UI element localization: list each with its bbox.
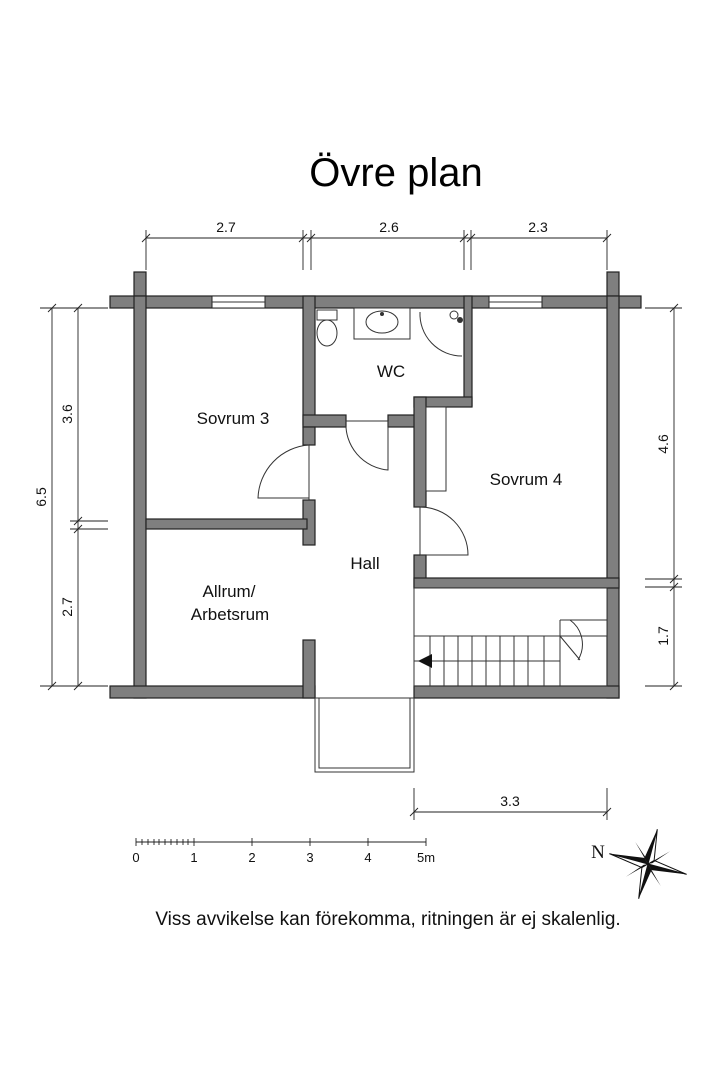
compass-rose-icon <box>609 829 687 899</box>
top-dimension-lines <box>141 230 612 270</box>
scale-label-5: 5m <box>417 850 435 865</box>
room-label-sovrum-3: Sovrum 3 <box>197 409 270 428</box>
scale-label-3: 3 <box>306 850 313 865</box>
room-label-wc: WC <box>377 362 405 381</box>
scale-label-1: 1 <box>190 850 197 865</box>
scale-label-2: 2 <box>248 850 255 865</box>
dim-right-upper: 4.6 <box>655 434 671 454</box>
dim-left-lower: 2.7 <box>59 597 75 617</box>
disclaimer-text: Viss avvikelse kan förekomma, ritningen … <box>155 909 620 930</box>
staircase <box>413 587 608 687</box>
room-label-allrum-line2: Arbetsrum <box>191 605 269 624</box>
dim-left-total: 6.5 <box>33 487 49 507</box>
balcony <box>314 697 415 773</box>
compass-north-label: N <box>591 842 605 863</box>
dim-right-lower: 1.7 <box>655 626 671 646</box>
room-label-sovrum-4: Sovrum 4 <box>490 470 563 489</box>
dim-bottom: 3.3 <box>500 793 520 809</box>
dim-top-right: 2.3 <box>528 219 548 235</box>
windows <box>211 295 543 309</box>
wc-fixtures <box>316 307 463 357</box>
room-label-hall: Hall <box>350 554 379 573</box>
doors <box>257 420 469 556</box>
right-dimension-lines <box>645 303 682 691</box>
room-label-allrum-line1: Allrum/ <box>203 582 256 601</box>
plan-title: Övre plan <box>309 151 482 195</box>
left-dimension-lines <box>40 303 108 691</box>
dim-top-middle: 2.6 <box>379 219 399 235</box>
bottom-dimension-line <box>409 788 612 820</box>
dim-left-upper: 3.6 <box>59 404 75 424</box>
dim-top-left: 2.7 <box>216 219 236 235</box>
scale-label-4: 4 <box>364 850 371 865</box>
wardrobe <box>425 406 447 492</box>
scale-bar <box>135 838 427 846</box>
scale-label-0: 0 <box>132 850 139 865</box>
